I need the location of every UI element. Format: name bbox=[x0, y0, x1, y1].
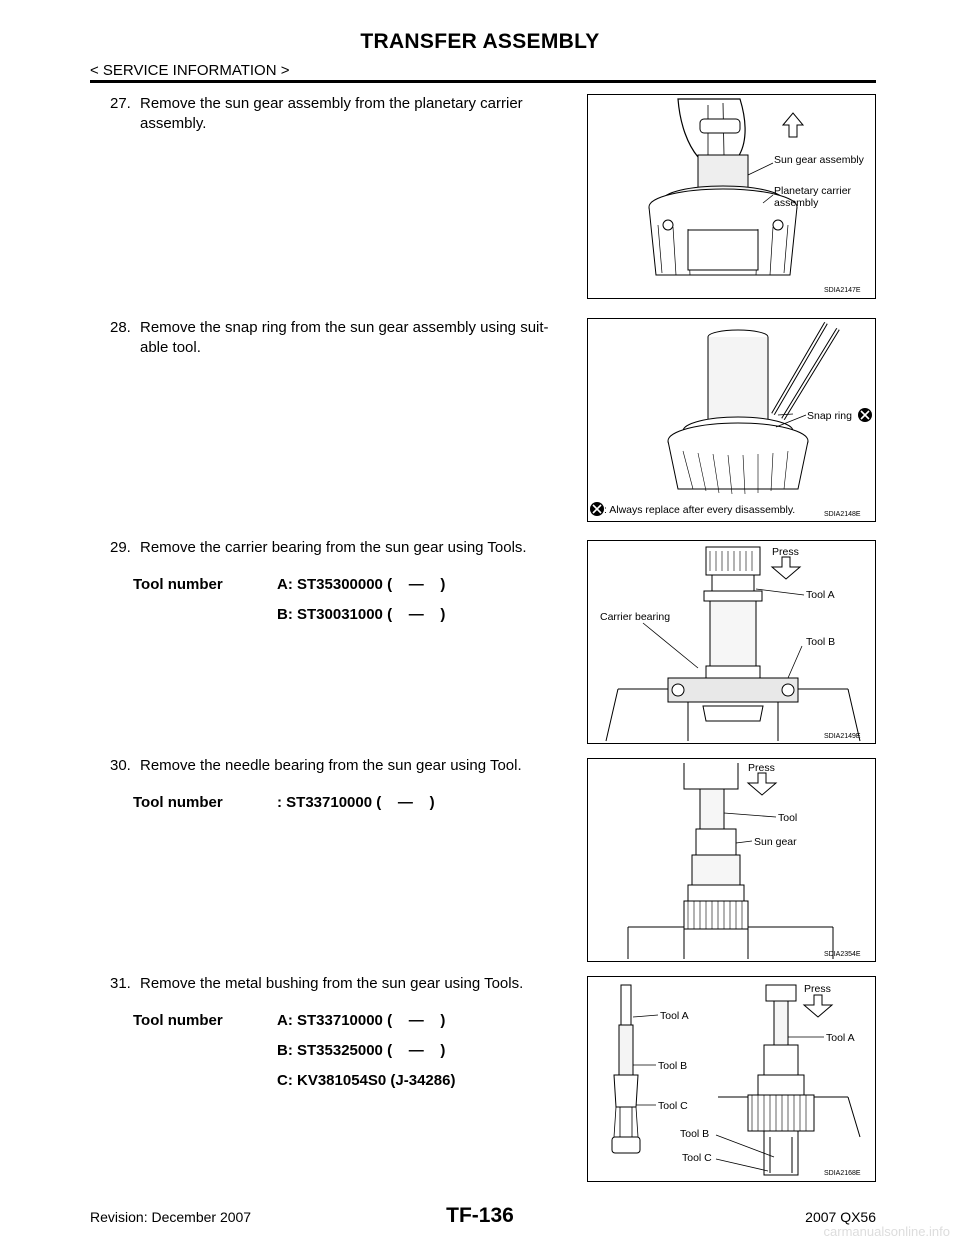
callout-tool-c-left: Tool C bbox=[658, 1100, 688, 1112]
callout-tool-a: Tool A bbox=[806, 589, 835, 601]
revision-date: Revision: December 2007 bbox=[90, 1209, 252, 1225]
figure-code: SDIA2168E bbox=[824, 1170, 861, 1177]
callout-press: Press bbox=[772, 546, 799, 558]
step-27: 27. Remove the sun gear assembly from the… bbox=[110, 94, 576, 134]
callout-press: Press bbox=[804, 983, 831, 995]
tool-label: Tool number bbox=[133, 1012, 223, 1029]
step-number: 27. bbox=[110, 95, 131, 112]
callout-tool-a-left: Tool A bbox=[660, 1010, 689, 1022]
tool-value: A: ST33710000 ( — ) bbox=[277, 1012, 446, 1029]
tool-value: : ST33710000 ( — ) bbox=[277, 794, 435, 811]
step-31: 31. Remove the metal bushing from the sun… bbox=[110, 974, 576, 994]
step-text: Remove the needle bearing from the sun g… bbox=[140, 757, 522, 774]
figure-snap-ring-removal: Snap ring : Always replace after every d… bbox=[587, 318, 876, 522]
step-text-cont: able tool. bbox=[140, 339, 201, 356]
tool-value: A: ST35300000 ( — ) bbox=[277, 576, 446, 593]
callout-sun-gear-assembly: Sun gear assembly bbox=[774, 154, 865, 166]
step-30: 30. Remove the needle bearing from the su… bbox=[110, 756, 576, 776]
tool-value: B: ST30031000 ( — ) bbox=[277, 606, 446, 623]
callout-tool-a-right: Tool A bbox=[826, 1032, 855, 1044]
step-text: Remove the carrier bearing from the sun … bbox=[140, 539, 527, 556]
callout-tool-c-bottom: Tool C bbox=[682, 1152, 712, 1164]
figure-needle-bearing-removal: Press Tool Sun gear SDIA2354E bbox=[587, 758, 876, 962]
figure-carrier-bearing-removal: Press Tool A Carrier bearing Tool B SDIA… bbox=[587, 540, 876, 744]
callout-press: Press bbox=[748, 762, 775, 774]
step-number: 28. bbox=[110, 319, 131, 336]
tool-label: Tool number bbox=[133, 794, 223, 811]
page-title: TRANSFER ASSEMBLY bbox=[360, 30, 600, 53]
step-text: Remove the metal bushing from the sun ge… bbox=[140, 975, 524, 992]
step-number: 29. bbox=[110, 539, 131, 556]
header-rule bbox=[90, 80, 876, 83]
step-29: 29. Remove the carrier bearing from the s… bbox=[110, 538, 576, 558]
step-text-cont: assembly. bbox=[140, 115, 207, 132]
callout-snap-ring: Snap ring bbox=[807, 410, 852, 422]
step-number: 31. bbox=[110, 975, 131, 992]
page-number: TF-136 bbox=[446, 1204, 514, 1227]
callout-planetary-carrier: Planetary carrier bbox=[774, 185, 852, 197]
tool-value: B: ST35325000 ( — ) bbox=[277, 1042, 446, 1059]
callout-tool-b-left: Tool B bbox=[658, 1060, 687, 1072]
watermark: carmanualsonline.info bbox=[823, 1224, 950, 1239]
figure-sun-gear-removal: Sun gear assembly Planetary carrier asse… bbox=[587, 94, 876, 299]
callout-tool-b-bottom: Tool B bbox=[680, 1128, 709, 1140]
callout-tool: Tool bbox=[778, 812, 797, 824]
figure-code: SDIA2354E bbox=[824, 951, 861, 958]
callout-carrier-bearing: Carrier bearing bbox=[600, 611, 670, 623]
tool-value: C: KV381054S0 (J-34286) bbox=[277, 1072, 456, 1089]
section-header: < SERVICE INFORMATION > bbox=[90, 62, 290, 79]
figure-code: SDIA2148E bbox=[824, 511, 861, 518]
step-28: 28. Remove the snap ring from the sun gea… bbox=[110, 318, 576, 358]
step-text: Remove the snap ring from the sun gear a… bbox=[140, 319, 549, 336]
callout-sun-gear: Sun gear bbox=[754, 836, 797, 848]
figure-code: SDIA2149E bbox=[824, 733, 861, 740]
step-number: 30. bbox=[110, 757, 131, 774]
figure-code: SDIA2147E bbox=[824, 287, 861, 294]
callout-tool-b: Tool B bbox=[806, 636, 835, 648]
tool-label: Tool number bbox=[133, 576, 223, 593]
figure-metal-bushing-removal: Press Tool A Tool A Tool B Tool C Tool B… bbox=[587, 976, 876, 1182]
model-year: 2007 QX56 bbox=[805, 1209, 876, 1225]
callout-assembly: assembly bbox=[774, 197, 819, 209]
callout-replace-note: : Always replace after every disassembly… bbox=[604, 504, 795, 516]
step-text: Remove the sun gear assembly from the pl… bbox=[140, 95, 523, 112]
